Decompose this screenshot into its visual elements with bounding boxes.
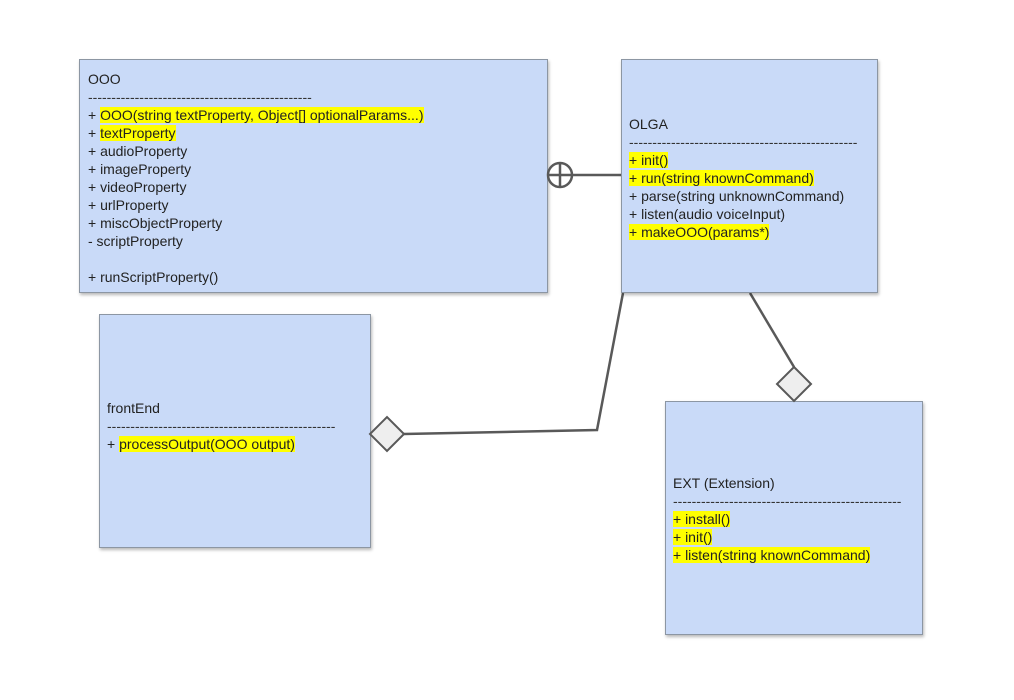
member-list: + init() + run(string knownCommand) + pa… bbox=[629, 151, 877, 241]
member-init: + init() bbox=[673, 529, 713, 545]
class-name: OOO bbox=[88, 71, 121, 87]
member-listen: + listen(audio voiceInput) bbox=[629, 206, 786, 222]
member-audio-property: + audioProperty bbox=[88, 143, 188, 159]
class-separator: ----------------------------------------… bbox=[88, 89, 312, 105]
member-constructor: + OOO(string textProperty, Object[] opti… bbox=[88, 107, 424, 123]
class-separator: ----------------------------------------… bbox=[629, 134, 858, 150]
class-name: frontEnd bbox=[107, 400, 160, 416]
class-ooo[interactable]: OOO ------------------------------------… bbox=[79, 59, 548, 293]
member-list: + OOO(string textProperty, Object[] opti… bbox=[88, 106, 547, 286]
olga-frontend-link bbox=[403, 292, 625, 436]
aggregation-diamond-ext-icon bbox=[775, 365, 813, 403]
aggregation-diamond-frontend-icon bbox=[368, 415, 406, 453]
member-parse: + parse(string unknownCommand) bbox=[629, 188, 845, 204]
member-url-property: + urlProperty bbox=[88, 197, 169, 213]
member-run-script-property: + runScriptProperty() bbox=[88, 269, 219, 285]
member-init: + init() bbox=[629, 152, 669, 168]
olga-ext-link bbox=[748, 292, 796, 368]
member-listen: + listen(string knownCommand) bbox=[673, 547, 871, 563]
member-list: + install() + init() + listen(string kno… bbox=[673, 510, 922, 564]
class-ext[interactable]: EXT (Extension) ------------------------… bbox=[665, 401, 923, 635]
class-name: EXT (Extension) bbox=[673, 475, 775, 491]
member-image-property: + imageProperty bbox=[88, 161, 192, 177]
member-process-output: + processOutput(OOO output) bbox=[107, 436, 295, 452]
class-separator: ----------------------------------------… bbox=[107, 418, 336, 434]
member-misc-object-property: + miscObjectProperty bbox=[88, 215, 223, 231]
nesting-circle-plus-icon bbox=[546, 161, 574, 189]
member-script-property: - scriptProperty bbox=[88, 233, 183, 249]
class-separator: ----------------------------------------… bbox=[673, 493, 902, 509]
class-olga[interactable]: OLGA -----------------------------------… bbox=[621, 59, 878, 293]
member-text-property: + textProperty bbox=[88, 125, 176, 141]
member-video-property: + videoProperty bbox=[88, 179, 187, 195]
class-frontend[interactable]: frontEnd -------------------------------… bbox=[99, 314, 371, 548]
member-install: + install() bbox=[673, 511, 731, 527]
member-list: + processOutput(OOO output) bbox=[107, 435, 370, 453]
member-run: + run(string knownCommand) bbox=[629, 170, 814, 186]
member-make-ooo: + makeOOO(params*) bbox=[629, 224, 770, 240]
class-name: OLGA bbox=[629, 116, 668, 132]
